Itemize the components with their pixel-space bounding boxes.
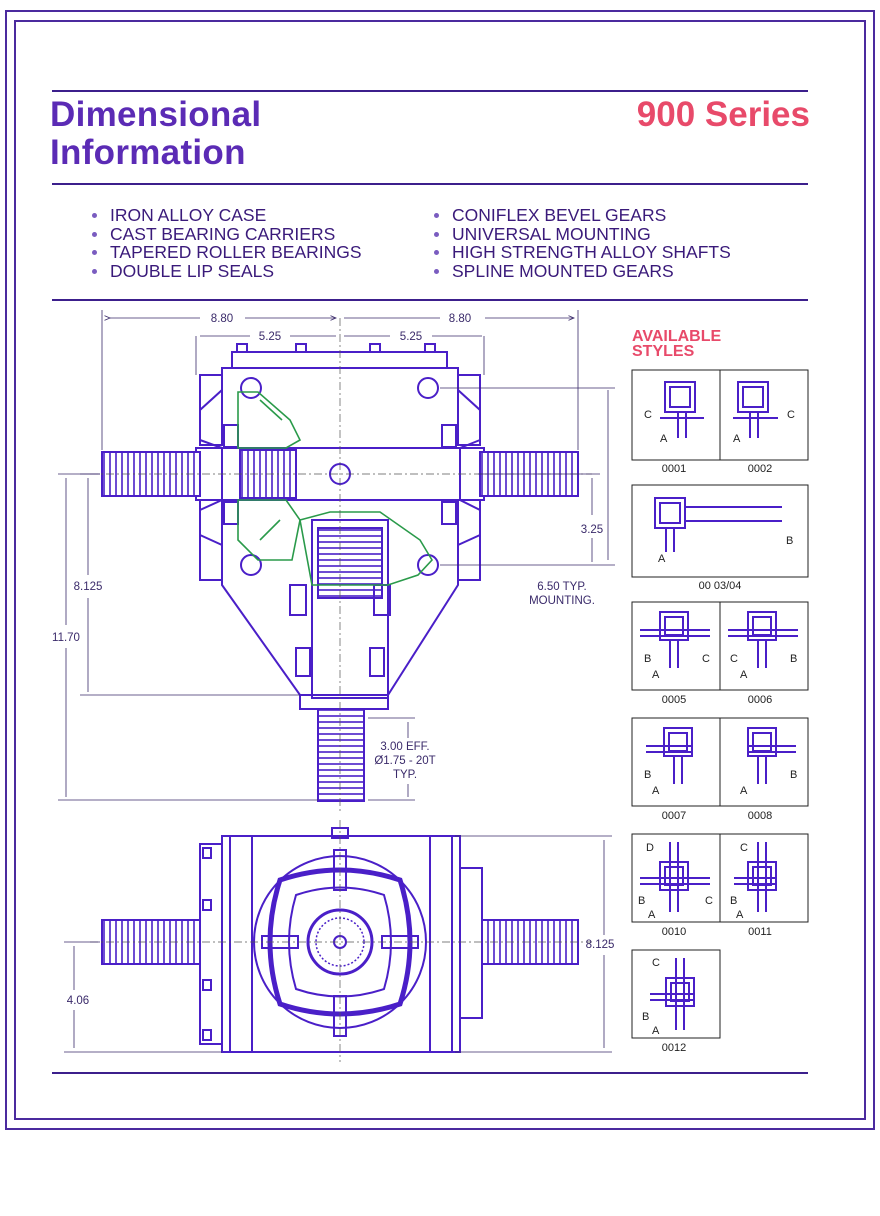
feature-item: UNIVERSAL MOUNTING [430, 224, 731, 244]
feature-item: TAPERED ROLLER BEARINGS [88, 243, 362, 262]
dim-right-width: 8.80 [449, 313, 471, 325]
svg-text:A: A [736, 909, 744, 921]
svg-text:C: C [705, 895, 713, 907]
feature-item: HIGH STRENGTH ALLOY SHAFTS [430, 243, 731, 262]
svg-text:B: B [786, 535, 793, 547]
style-code: 0012 [662, 1042, 686, 1054]
style-code: 0011 [748, 926, 772, 938]
svg-text:C: C [702, 653, 710, 665]
style-code: 0001 [662, 463, 686, 475]
dim-mount-offset: 3.25 [581, 524, 603, 536]
svg-text:B: B [644, 769, 651, 781]
svg-text:B: B [730, 895, 737, 907]
svg-text:C: C [740, 842, 748, 854]
feature-item: DOUBLE LIP SEALS [88, 261, 362, 281]
bevel-gear-section [237, 391, 433, 586]
svg-text:A: A [660, 433, 668, 445]
style-code: 0008 [748, 810, 772, 822]
svg-text:B: B [790, 653, 797, 665]
style-code: 0005 [662, 694, 686, 706]
svg-text:A: A [740, 669, 748, 681]
svg-text:A: A [652, 785, 660, 797]
feature-item: SPLINE MOUNTED GEARS [430, 261, 731, 281]
feature-item: CAST BEARING CARRIERS [88, 224, 362, 244]
feature-list-left: IRON ALLOY CASE CAST BEARING CARRIERS TA… [88, 206, 362, 280]
svg-text:A: A [652, 1025, 660, 1037]
svg-text:C: C [730, 653, 738, 665]
housing-top-plate [231, 351, 448, 369]
dim-left-width: 8.80 [211, 313, 233, 325]
dim-bottom-half: 4.06 [67, 995, 89, 1007]
rule-bottom [52, 1072, 808, 1074]
style-codes: 0001 0002 00 03/04 0005 0006 0007 0008 0… [662, 463, 772, 1054]
svg-text:C: C [787, 409, 795, 421]
svg-text:A: A [652, 669, 660, 681]
svg-text:A: A [648, 909, 656, 921]
rule-top [52, 90, 808, 92]
svg-text:D: D [646, 842, 654, 854]
style-letters: C A A C A B B C A C B A B A B A D B C A … [638, 409, 797, 1037]
dim-mount-note-2: MOUNTING. [529, 595, 595, 607]
style-code: 0007 [662, 810, 686, 822]
style-code: 0010 [662, 926, 686, 938]
rule-under-title [52, 183, 808, 185]
svg-text:A: A [733, 433, 741, 445]
dim-shaft-typ: TYP. [393, 769, 417, 781]
svg-text:B: B [642, 1011, 649, 1023]
svg-text:A: A [740, 785, 748, 797]
series-name: 900 Series [636, 95, 810, 134]
dim-right-inner: 5.25 [400, 331, 422, 343]
rule-under-features [52, 299, 808, 301]
feature-item: IRON ALLOY CASE [88, 206, 362, 225]
dim-total-height: 11.70 [52, 632, 80, 644]
style-schematics [640, 381, 798, 1030]
left-flange-upper [199, 374, 223, 446]
style-code: 0006 [748, 694, 772, 706]
page-border-inner [14, 20, 866, 1120]
feature-item: CONIFLEX BEVEL GEARS [430, 206, 731, 225]
svg-text:B: B [638, 895, 645, 907]
dim-left-inner: 5.25 [259, 331, 281, 343]
right-flange-upper [457, 374, 481, 446]
page-border-outer [5, 10, 875, 1130]
svg-text:A: A [658, 553, 666, 565]
bottom-view-dimensions [64, 835, 612, 1053]
dim-bottom-height: 8.125 [586, 939, 615, 951]
gearbox-side-view [101, 343, 579, 802]
output-shaft-spline [317, 708, 365, 802]
styles-heading-2: STYLES [632, 343, 695, 360]
svg-text:B: B [644, 653, 651, 665]
svg-text:C: C [652, 957, 660, 969]
dim-shaft-spline: Ø1.75 - 20T [374, 755, 435, 767]
dim-shaft-eff: 3.00 EFF. [380, 741, 429, 753]
styles-heading-1: AVAILABLE [632, 328, 722, 345]
style-code: 00 03/04 [699, 580, 742, 592]
title-line-2: Information [50, 133, 246, 172]
page-title: Dimensional Information [50, 96, 261, 172]
title-line-1: Dimensional [50, 95, 262, 134]
dim-center-height: 8.125 [74, 581, 103, 593]
dim-mount-note-1: 6.50 TYP. [537, 581, 586, 593]
svg-text:B: B [790, 769, 797, 781]
feature-list-right: CONIFLEX BEVEL GEARS UNIVERSAL MOUNTING … [430, 206, 731, 280]
svg-text:C: C [644, 409, 652, 421]
style-code: 0002 [748, 463, 772, 475]
style-boxes [631, 369, 809, 1039]
side-view-dimensions [58, 310, 615, 801]
